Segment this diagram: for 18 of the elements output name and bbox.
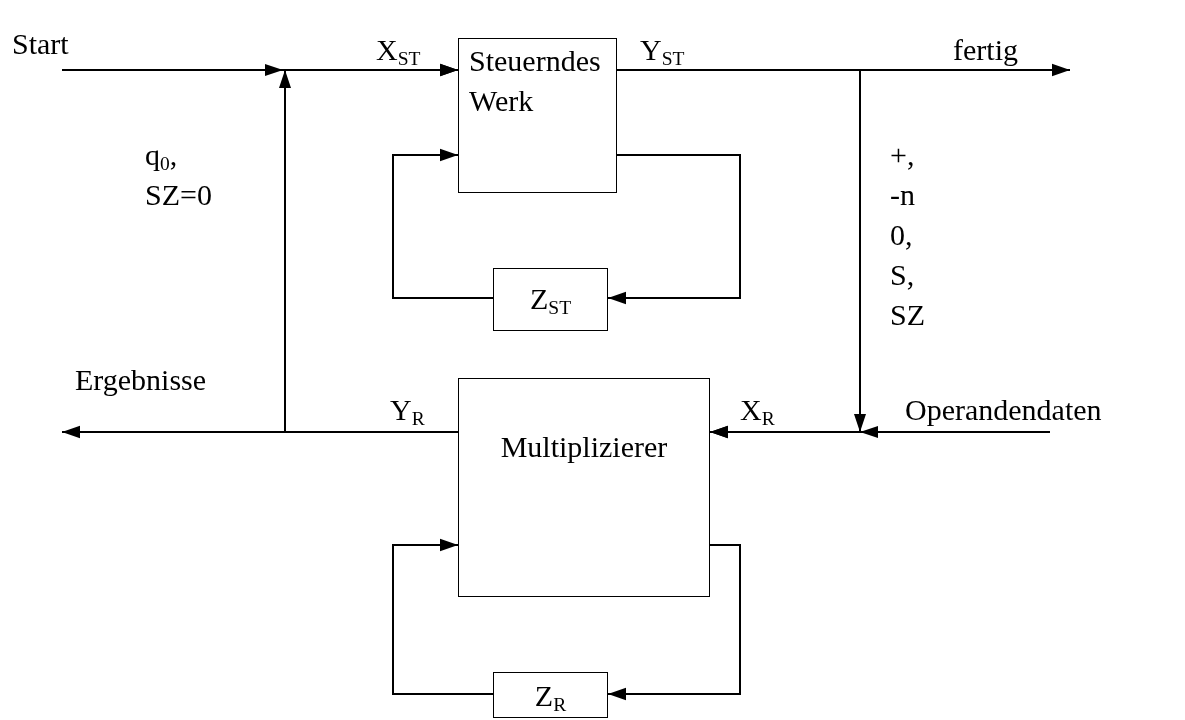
box-label: Z$_{R}$ — [533, 678, 568, 716]
port-label: X$_{R}$ — [740, 392, 775, 430]
edge-label: +, -n 0, S, SZ — [890, 137, 926, 333]
start-label: Start — [12, 26, 69, 62]
port-label: Y$_{ST}$ — [640, 32, 685, 70]
state-register-box — [493, 268, 608, 331]
port-label: Y$_{R}$ — [390, 392, 425, 430]
edge-label: fertig — [953, 32, 1019, 68]
multiplier-box — [458, 378, 710, 597]
box-label: Multiplizierer — [499, 429, 669, 465]
box-label: Steuerndes Werk — [469, 43, 602, 119]
control-unit-box — [458, 38, 617, 193]
edge-label: q$_{0}$, SZ=0 — [145, 137, 213, 213]
results-label: Ergebnisse — [75, 362, 207, 398]
state-register-box — [493, 672, 608, 718]
box-label: Z$_{ST}$ — [528, 281, 573, 319]
operand-data-label: Operandendaten — [905, 392, 1102, 428]
port-label: X$_{ST}$ — [376, 32, 421, 70]
